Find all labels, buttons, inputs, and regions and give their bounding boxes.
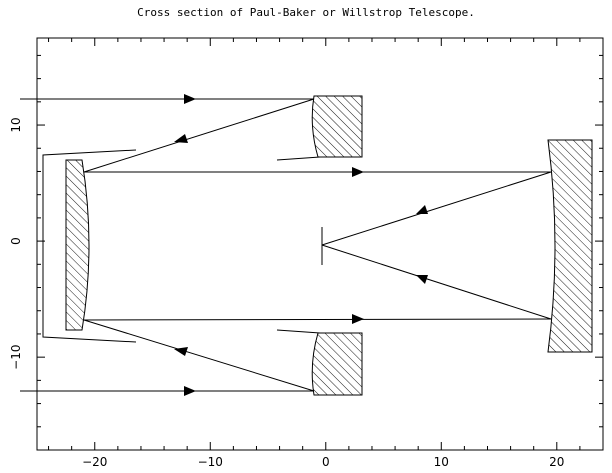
y-tick-label: 10: [9, 117, 23, 132]
x-tick-label: −20: [82, 455, 107, 469]
tertiary-mirror: [65, 159, 90, 331]
ray-arrows: [174, 94, 428, 396]
diagram-title: Cross section of Paul-Baker or Willstrop…: [137, 6, 475, 19]
axis-ticks: [37, 38, 604, 451]
x-tick-label: 20: [549, 455, 564, 469]
arrow-left: [416, 275, 428, 284]
arrow-left: [416, 205, 428, 214]
arrow-right: [184, 94, 196, 104]
y-tick-label: −10: [9, 344, 23, 369]
secondary-mirror-upper: [311, 95, 363, 158]
axis-tick-labels: −20 −10 0 10 20 −10 0 10: [9, 117, 564, 469]
y-tick-label: 0: [9, 237, 23, 245]
arrow-left: [174, 347, 188, 356]
arrow-right: [352, 167, 364, 177]
plot-frame: [36, 37, 604, 451]
arrow-right: [184, 386, 196, 396]
secondary-mirror-lower: [311, 332, 363, 396]
x-tick-label: 10: [434, 455, 449, 469]
x-tick-label: 0: [322, 455, 330, 469]
arrow-left: [174, 134, 188, 143]
baffles: [42, 149, 321, 343]
primary-mirror: [547, 139, 593, 353]
light-rays: [20, 98, 552, 392]
arrow-right: [352, 314, 364, 324]
x-tick-label: −10: [198, 455, 223, 469]
